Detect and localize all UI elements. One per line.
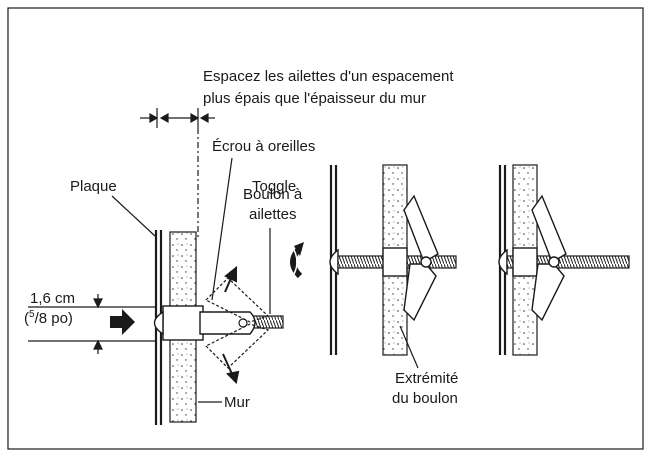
wall-label: Mur — [224, 394, 250, 411]
wing-upper-2 — [403, 194, 439, 264]
spacing-dimension — [140, 108, 215, 240]
wing-lower-2 — [403, 263, 437, 322]
figure-3-installed — [498, 164, 630, 356]
figure-2-tightening — [290, 164, 457, 369]
wing-lower-3 — [531, 263, 565, 322]
wing-nut-label: Écrou à oreilles — [212, 138, 316, 155]
bolt-head-3 — [498, 248, 508, 276]
bolt-end-label-line1: Extrémité — [395, 370, 459, 387]
spacing-label-line1: Espacez les ailettes d'un espacement — [203, 68, 454, 85]
bolt-end-label-line2: du boulon — [392, 390, 458, 407]
bolt-head-2 — [329, 248, 339, 276]
figure-1-insertion — [28, 108, 284, 425]
bolt-label-line2: ailettes — [249, 206, 297, 223]
bolt-through-wall — [162, 305, 204, 341]
size-label-line2: (5/8 po) — [24, 310, 73, 328]
insertion-arrow — [110, 309, 135, 335]
size-label-line1: 1,6 cm — [30, 290, 76, 307]
bolt-end-pointer-2 — [399, 325, 419, 369]
spacing-label-line2: plus épais que l'épaisseur du mur — [203, 90, 426, 107]
plate-pointer — [111, 195, 156, 237]
wing-arrows — [222, 265, 240, 385]
toggle-label: Toggle — [252, 178, 297, 195]
open-wing-outline — [204, 277, 270, 369]
plate-label: Plaque — [70, 178, 117, 195]
bolt-head — [153, 310, 164, 336]
nut-3 — [512, 247, 538, 277]
rotation-arrow — [290, 242, 304, 279]
size-dimension — [28, 294, 155, 354]
nut-2 — [382, 247, 408, 277]
size-open: ( — [24, 310, 29, 327]
diagram-border — [7, 7, 644, 450]
wing-upper-3 — [531, 194, 567, 264]
size-rest: /8 po) — [34, 310, 73, 327]
bolt-label-line1: Boulon à — [243, 186, 303, 203]
wing-nut-pointer — [211, 157, 233, 301]
size-superscript: 5 — [29, 309, 35, 320]
